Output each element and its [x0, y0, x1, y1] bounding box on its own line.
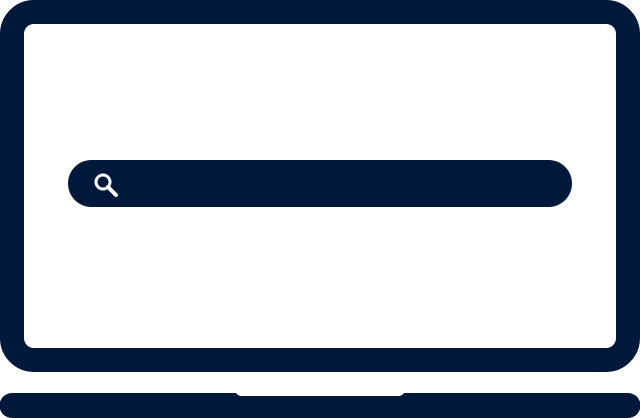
search-bar[interactable]	[68, 160, 572, 207]
laptop-base	[0, 393, 640, 418]
search-icon	[94, 173, 118, 197]
